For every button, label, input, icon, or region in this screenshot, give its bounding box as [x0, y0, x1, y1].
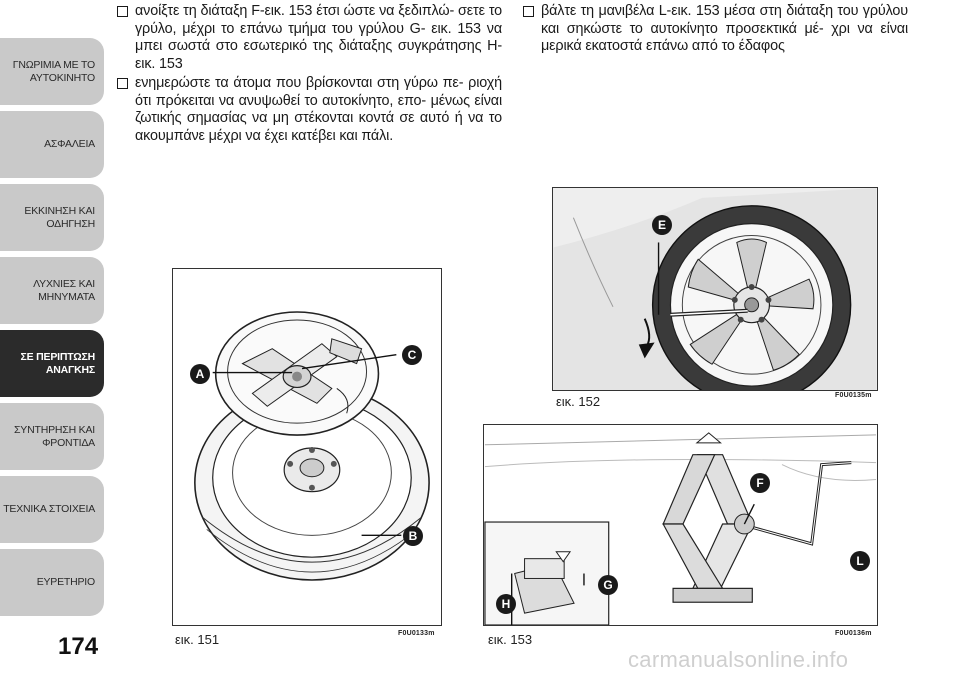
callout-a: A: [190, 364, 210, 384]
figure-code: F0U0133m: [398, 630, 435, 637]
callout-h: H: [496, 594, 516, 614]
tab-getting-to-know[interactable]: ΓΝΩΡΙΜΙΑ ΜΕ ΤΟ ΑΥΤΟΚΙΝΗΤΟ: [0, 38, 104, 105]
tab-maintenance[interactable]: ΣΥΝΤΗΡΗΣΗ ΚΑΙ ΦΡΟΝΤΙΔΑ: [0, 403, 104, 470]
figure-152-wheel-wrench: [552, 187, 878, 391]
callout-l: L: [850, 551, 870, 571]
tab-index[interactable]: ΕΥΡΕΤΗΡΙΟ: [0, 549, 104, 616]
figure-caption: εικ. 152: [556, 394, 601, 409]
checkbox-bullet-icon: [523, 6, 534, 17]
left-text-column: ανοίξτε τη διάταξη F-εικ. 153 έτσι ώστε …: [117, 3, 502, 147]
figure-151-spare-wheel: [172, 268, 442, 626]
callout-c: C: [402, 345, 422, 365]
tab-starting-driving[interactable]: ΕΚΚΙΝΗΣΗ ΚΑΙ ΟΔΗΓΗΣΗ: [0, 184, 104, 251]
jack-illustration: [484, 425, 877, 625]
chapter-sidebar: ΓΝΩΡΙΜΙΑ ΜΕ ΤΟ ΑΥΤΟΚΙΝΗΤΟ ΑΣΦΑΛΕΙΑ ΕΚΚΙΝ…: [0, 0, 104, 620]
checkbox-bullet-icon: [117, 78, 128, 89]
callout-g: G: [598, 575, 618, 595]
figure-caption: εικ. 151: [175, 632, 220, 647]
spare-wheel-illustration: [173, 269, 441, 625]
figure-code: F0U0135m: [835, 392, 872, 399]
tab-technical[interactable]: ΤΕΧΝΙΚΑ ΣΤΟΙΧΕΙΑ: [0, 476, 104, 543]
wheel-wrench-illustration: [553, 188, 877, 390]
page-number: 174: [58, 633, 99, 660]
instruction-bullet: ενημερώστε τα άτομα που βρίσκονται στη γ…: [117, 75, 502, 145]
tab-lights-messages[interactable]: ΛΥΧΝΙΕΣ ΚΑΙ ΜΗΝΥΜΑΤΑ: [0, 257, 104, 324]
figure-caption: εικ. 153: [488, 632, 533, 647]
figure-code: F0U0136m: [835, 630, 872, 637]
figure-153-jack: [483, 424, 878, 626]
tab-safety[interactable]: ΑΣΦΑΛΕΙΑ: [0, 111, 104, 178]
tab-emergency[interactable]: ΣΕ ΠΕΡΙΠΤΩΣΗ ΑΝΑΓΚΗΣ: [0, 330, 104, 397]
instruction-bullet: βάλτε τη μανιβέλα L-εικ. 153 μέσα στη δι…: [523, 3, 908, 56]
right-text-column: βάλτε τη μανιβέλα L-εικ. 153 μέσα στη δι…: [523, 3, 908, 58]
checkbox-bullet-icon: [117, 6, 128, 17]
watermark: carmanualsonline.info: [628, 647, 849, 672]
callout-f: F: [750, 473, 770, 493]
callout-e: E: [652, 215, 672, 235]
instruction-bullet: ανοίξτε τη διάταξη F-εικ. 153 έτσι ώστε …: [117, 3, 502, 73]
callout-b: B: [403, 526, 423, 546]
